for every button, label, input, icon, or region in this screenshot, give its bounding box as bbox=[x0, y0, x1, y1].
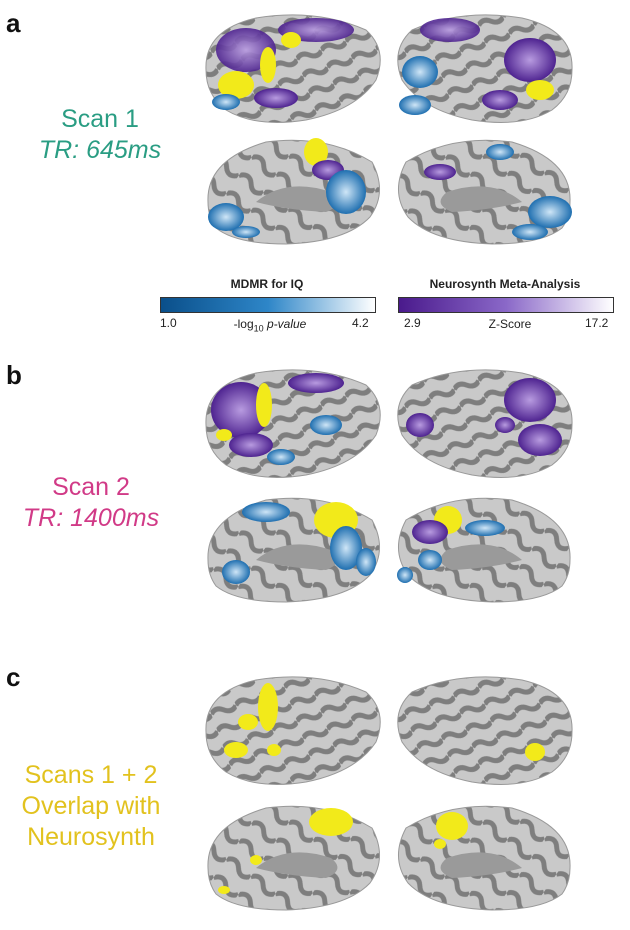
panel-b-right-medial-brain bbox=[397, 497, 571, 603]
panel-letter-b: b bbox=[6, 360, 22, 390]
mdmr-colorbar bbox=[160, 297, 376, 313]
panel-c-left-medial-brain bbox=[207, 805, 380, 911]
neurosynth-colorbar-label: Z-Score bbox=[488, 317, 532, 331]
overlap-line-2: Overlap with bbox=[21, 792, 161, 820]
panel-a-right-medial-brain bbox=[398, 139, 572, 245]
panel-c-right-medial-brain bbox=[398, 805, 571, 911]
overlap-line-3: Neurosynth bbox=[27, 823, 155, 851]
panel-b-left-medial-brain bbox=[207, 497, 380, 603]
neurosynth-colorbar-max: 17.2 bbox=[585, 316, 609, 330]
scan-1-tr: TR: 645ms bbox=[38, 136, 162, 164]
panel-letter-a: a bbox=[6, 8, 21, 38]
scan-2-name: Scan 2 bbox=[52, 473, 130, 501]
scan-2-label: Scan 2 TR: 1400ms bbox=[6, 472, 176, 534]
scan-2-tr: TR: 1400ms bbox=[22, 504, 160, 532]
scan-1-name: Scan 1 bbox=[61, 105, 139, 133]
panel-letter-c: c bbox=[6, 662, 21, 692]
panel-a-left-medial-brain bbox=[207, 138, 380, 245]
neurosynth-colorbar-min: 2.9 bbox=[404, 316, 421, 330]
mdmr-colorbar-max: 4.2 bbox=[352, 316, 369, 330]
mdmr-colorbar-title: MDMR for IQ bbox=[230, 277, 304, 291]
neurosynth-colorbar bbox=[398, 297, 614, 313]
panel-b-left-lateral-brain bbox=[205, 369, 381, 478]
scan-1-label: Scan 1 TR: 645ms bbox=[10, 104, 190, 166]
mdmr-label-italic: p-value bbox=[263, 317, 307, 331]
mdmr-colorbar-min: 1.0 bbox=[160, 316, 177, 330]
overlap-label: Scans 1 + 2 Overlap with Neurosynth bbox=[6, 760, 176, 853]
mdmr-label-prefix: -log bbox=[233, 317, 254, 331]
panel-c-left-lateral-brain bbox=[205, 676, 381, 785]
mdmr-label-sub: 10 bbox=[253, 323, 264, 334]
panel-a-left-lateral-brain bbox=[205, 14, 381, 123]
neurosynth-colorbar-title: Neurosynth Meta-Analysis bbox=[429, 277, 581, 291]
overlap-line-1: Scans 1 + 2 bbox=[24, 761, 158, 789]
mdmr-colorbar-label: -log10 p-value bbox=[210, 317, 330, 333]
panel-b-right-lateral-brain bbox=[397, 369, 573, 478]
panel-a-right-lateral-brain bbox=[397, 14, 573, 123]
panel-c-right-lateral-brain bbox=[397, 676, 573, 785]
